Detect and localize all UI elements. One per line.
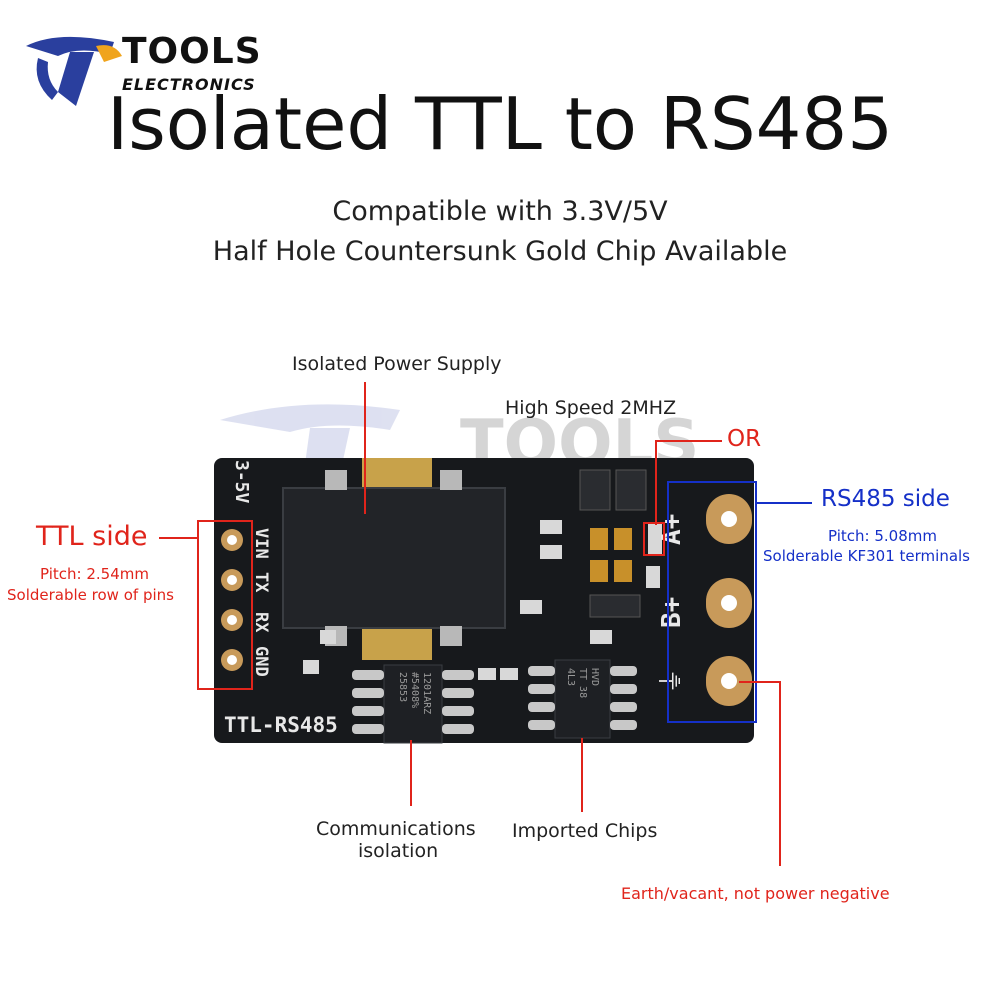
ttl-pin-pads xyxy=(221,529,243,671)
label-ttl-pitch: Pitch: 2.54mm xyxy=(40,565,149,583)
or-highlight xyxy=(643,522,665,556)
brand-subname: ELECTRONICS xyxy=(122,75,256,94)
passive-components xyxy=(303,469,662,680)
chip2-marking-1: HVD xyxy=(589,668,600,686)
silk-pin-rx: RX xyxy=(251,612,271,633)
silk-model: TTL-RS485 xyxy=(224,713,338,737)
label-isolated-power: Isolated Power Supply xyxy=(292,353,502,375)
chip-marking-2: #5408% xyxy=(409,672,420,708)
silk-terminal-b: B+ xyxy=(657,597,687,628)
transceiver-chip xyxy=(528,659,637,739)
silk-terminal-a: A+ xyxy=(657,514,687,545)
subtitle-half-hole: Half Hole Countersunk Gold Chip Availabl… xyxy=(212,236,788,267)
label-rs485-side: RS485 side xyxy=(821,486,950,512)
label-comm-isolation-2: isolation xyxy=(358,840,439,862)
page-title: Isolated TTL to RS485 xyxy=(106,82,894,166)
chip-marking-3: 25853 xyxy=(397,672,408,702)
label-ttl-pins: Solderable row of pins xyxy=(7,586,174,604)
subtitle-compatibility: Compatible with 3.3V/5V xyxy=(332,196,668,227)
silk-pin-vin: VIN xyxy=(251,528,271,559)
label-imported-chips: Imported Chips xyxy=(512,820,658,842)
label-ttl-side: TTL side xyxy=(36,521,148,552)
rs485-side-highlight xyxy=(667,481,757,723)
silk-pin-gnd: GND xyxy=(251,646,271,677)
silk-terminal-earth: ⏚ xyxy=(657,668,687,694)
label-high-speed: High Speed 2MHZ xyxy=(505,397,677,419)
chip2-marking-2: TT 38 xyxy=(577,668,588,698)
label-rs485-pitch: Pitch: 5.08mm xyxy=(828,527,937,545)
label-earth: Earth/vacant, not power negative xyxy=(621,884,890,903)
silk-pin-tx: TX xyxy=(251,572,271,593)
logo-mark-icon xyxy=(26,36,122,106)
leader-or xyxy=(655,440,722,525)
brand-name: TOOLS xyxy=(122,31,262,72)
isolation-chip xyxy=(352,664,474,744)
chip-marking-1: 1201ARZ xyxy=(421,672,432,714)
ttl-side-highlight xyxy=(197,520,253,690)
chip2-marking-3: 4L3 xyxy=(565,668,576,686)
isolated-power-module xyxy=(282,487,506,629)
label-comm-isolation-1: Communications xyxy=(316,818,476,840)
silk-voltage: 3-5V xyxy=(231,460,252,504)
leader-earth xyxy=(739,681,781,866)
label-or: OR xyxy=(727,426,762,452)
module-pin xyxy=(440,470,462,490)
rs485-terminal-pads xyxy=(706,494,752,706)
brand-logo xyxy=(26,36,122,106)
module-pin xyxy=(325,470,347,490)
label-rs485-terminals: Solderable KF301 terminals xyxy=(763,547,970,565)
module-pin xyxy=(440,626,462,646)
